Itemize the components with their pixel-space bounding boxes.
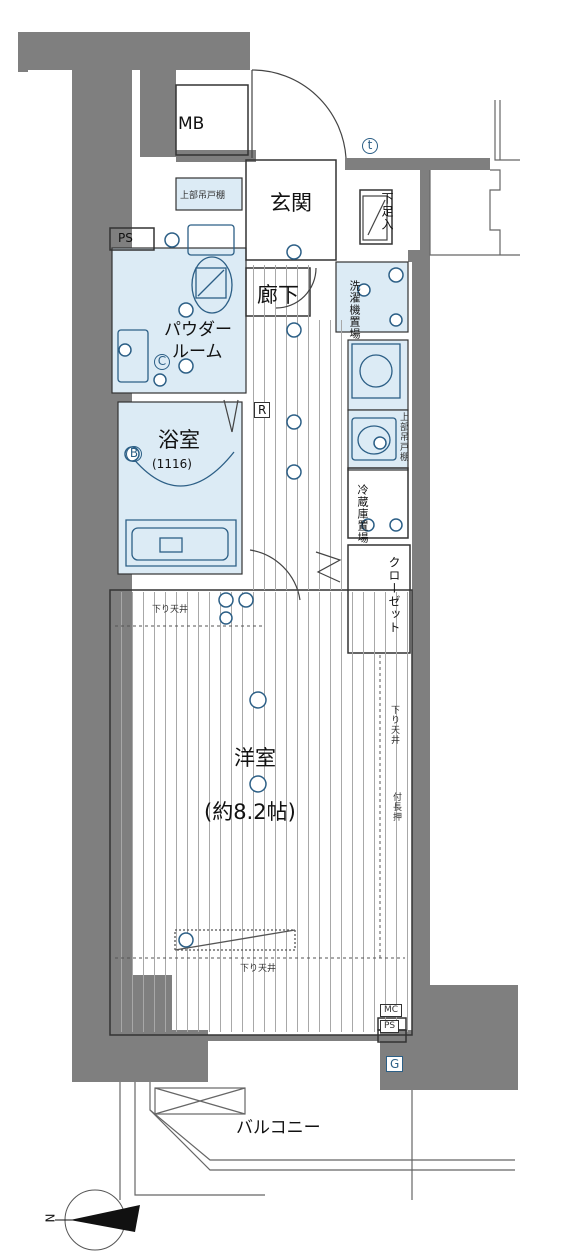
toilet-tank-icon (187, 224, 235, 256)
western-room-size-label: (約8.2帖) (204, 800, 296, 824)
symbol-r: R (254, 402, 271, 418)
entrance-label: 玄関 (270, 191, 312, 215)
toilet-bowl-icon (191, 256, 233, 314)
ps-bottom-label: PS (380, 1020, 400, 1033)
upper-cabinet-right-label: 上部吊戸棚 (398, 412, 408, 462)
entry-flooring (250, 265, 310, 320)
hallway-flooring (250, 320, 348, 590)
room-flooring (112, 592, 408, 1032)
hallway-label: 廊下 (257, 283, 299, 307)
upper-cabinet-label: 上部吊戸棚 (180, 191, 226, 201)
symbol-t: t (362, 138, 378, 154)
washer-icon (351, 343, 401, 399)
ps-top-label: PS (118, 231, 133, 245)
bathroom-size-label: (1116) (152, 457, 192, 471)
fridge-label: 冷蔵庫置場 (356, 484, 369, 544)
doors (223, 69, 388, 601)
vanity-sink-icon (117, 329, 149, 383)
lowered-ceiling-lines (115, 625, 405, 959)
ac-unit-icon (174, 929, 296, 951)
lowered-ceiling-label-1: 下り天井 (152, 605, 189, 615)
compass-icon (55, 1189, 140, 1251)
mb-label: MB (178, 114, 205, 134)
washing-machine-label: 洗濯機置場 (348, 280, 361, 340)
western-room-label: 洋室 (234, 746, 276, 770)
bathtub-icon (125, 519, 237, 567)
symbol-g: G (386, 1056, 404, 1072)
balcony-outline (119, 1082, 515, 1200)
long-closet-label: 付長押 (391, 792, 401, 822)
powder-room-label-1: パウダー (164, 320, 232, 340)
symbol-c: C (154, 354, 170, 370)
mc-label: MC (380, 1004, 403, 1017)
balcony-label: バルコニー (236, 1118, 321, 1138)
powder-room-label-2: ルーム (172, 342, 223, 362)
symbol-b: B (126, 446, 142, 462)
fixtures (117, 224, 401, 951)
lowered-ceiling-label-2: 下り天井 (240, 964, 277, 974)
closet-label: クローゼット (387, 556, 401, 634)
shoe-cabinet-label: 下足入 (380, 192, 394, 231)
lowered-ceiling-side-label: 下り天井 (389, 705, 399, 745)
exterior-lines (429, 100, 520, 256)
bathroom-label: 浴室 (158, 428, 200, 452)
compass-n-label: N (43, 1213, 58, 1223)
kitchen-sink-icon (351, 417, 397, 461)
